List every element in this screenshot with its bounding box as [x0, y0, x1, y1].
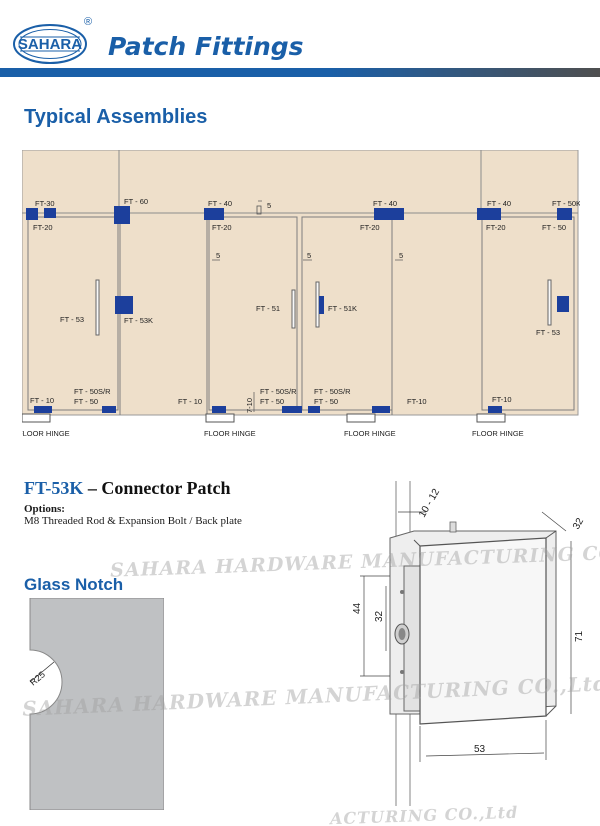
floor-hinge-1: FLOOR HINGE — [22, 429, 70, 438]
dim-32-side: 32 — [374, 610, 385, 622]
brand-name: SAHARA — [18, 36, 82, 53]
options-label: Options: — [24, 503, 65, 515]
label-ft50sr-a: FT - 50S/R — [74, 387, 111, 396]
label-ft50-top: FT - 50 — [542, 223, 566, 232]
dim-71: 71 — [574, 630, 585, 642]
label-ft50-a: FT - 50 — [74, 397, 98, 406]
label-dim5-b: 5 — [216, 251, 220, 260]
label-ft40-c: FT - 40 — [487, 199, 511, 208]
label-ft20-b: FT-20 — [212, 223, 232, 232]
dim-10-12: 10 - 12 — [417, 487, 442, 520]
label-ft51k: FT - 51K — [328, 304, 357, 313]
label-dim5-a: 5 — [267, 201, 271, 210]
dim-44: 44 — [352, 602, 363, 614]
label-ft50-c: FT - 50 — [314, 397, 338, 406]
notch-radius: R25 — [28, 669, 47, 687]
label-dim5-c: 5 — [307, 251, 311, 260]
label-ft10-a: FT - 10 — [30, 396, 54, 405]
door-4 — [481, 216, 575, 411]
floor-hinge-4: FLOOR HINGE — [472, 429, 524, 438]
label-ft50k: FT - 50K — [552, 199, 580, 208]
label-ft20-d: FT-20 — [486, 223, 506, 232]
section-title-typical-assemblies: Typical Assemblies — [24, 106, 208, 128]
label-dim5-d: 5 — [399, 251, 403, 260]
glass-notch-diagram: R25 — [28, 598, 164, 810]
label-ft50-b: FT - 50 — [260, 397, 284, 406]
product-name: Connector Patch — [101, 478, 231, 498]
label-ft10-d: FT-10 — [492, 395, 512, 404]
page-title: Patch Fittings — [108, 32, 304, 61]
label-ft50sr-c: FT - 50S/R — [314, 387, 351, 396]
door-2 — [208, 216, 298, 411]
floor-hinge-2: FLOOR HINGE — [204, 429, 256, 438]
connector-patch-diagram: 10 - 12 32 44 32 71 53 — [352, 481, 586, 806]
dim-32-top: 32 — [571, 516, 586, 532]
header-bar — [0, 68, 600, 77]
product-dash: – — [87, 478, 97, 498]
label-ft20-c: FT-20 — [360, 223, 380, 232]
product-title: FT-53K – Connector Patch — [24, 478, 231, 499]
glass-notch-title: Glass Notch — [24, 575, 124, 594]
label-ft51: FT - 51 — [256, 304, 280, 313]
label-ft40-b: FT - 40 — [373, 199, 397, 208]
label-ft10-c: FT-10 — [407, 397, 427, 406]
label-dim710: 7-10 — [245, 398, 254, 413]
options-text: M8 Threaded Rod & Expansion Bolt / Back … — [24, 515, 242, 527]
label-ft53-a: FT - 53 — [60, 315, 84, 324]
registered-mark: ® — [84, 16, 92, 28]
label-ft30: FT-30 — [35, 199, 55, 208]
glass-panel — [22, 150, 579, 416]
label-ft53-b: FT - 53 — [536, 328, 560, 337]
typical-assemblies-diagram: FT-30 FT-20 FT - 60 FT - 40 FT-20 5 FT -… — [22, 150, 580, 438]
product-code: FT-53K — [24, 478, 84, 498]
label-ft10-b: FT - 10 — [178, 397, 202, 406]
label-ft60: FT - 60 — [124, 197, 148, 206]
label-ft50sr-b: FT - 50S/R — [260, 387, 297, 396]
floor-hinge-3: FLOOR HINGE — [344, 429, 396, 438]
label-ft20-a: FT-20 — [33, 223, 53, 232]
label-ft53k: FT - 53K — [124, 316, 153, 325]
sahara-logo: SAHARA ® — [13, 16, 92, 64]
label-ft40-a: FT - 40 — [208, 199, 232, 208]
dim-53: 53 — [474, 744, 486, 755]
